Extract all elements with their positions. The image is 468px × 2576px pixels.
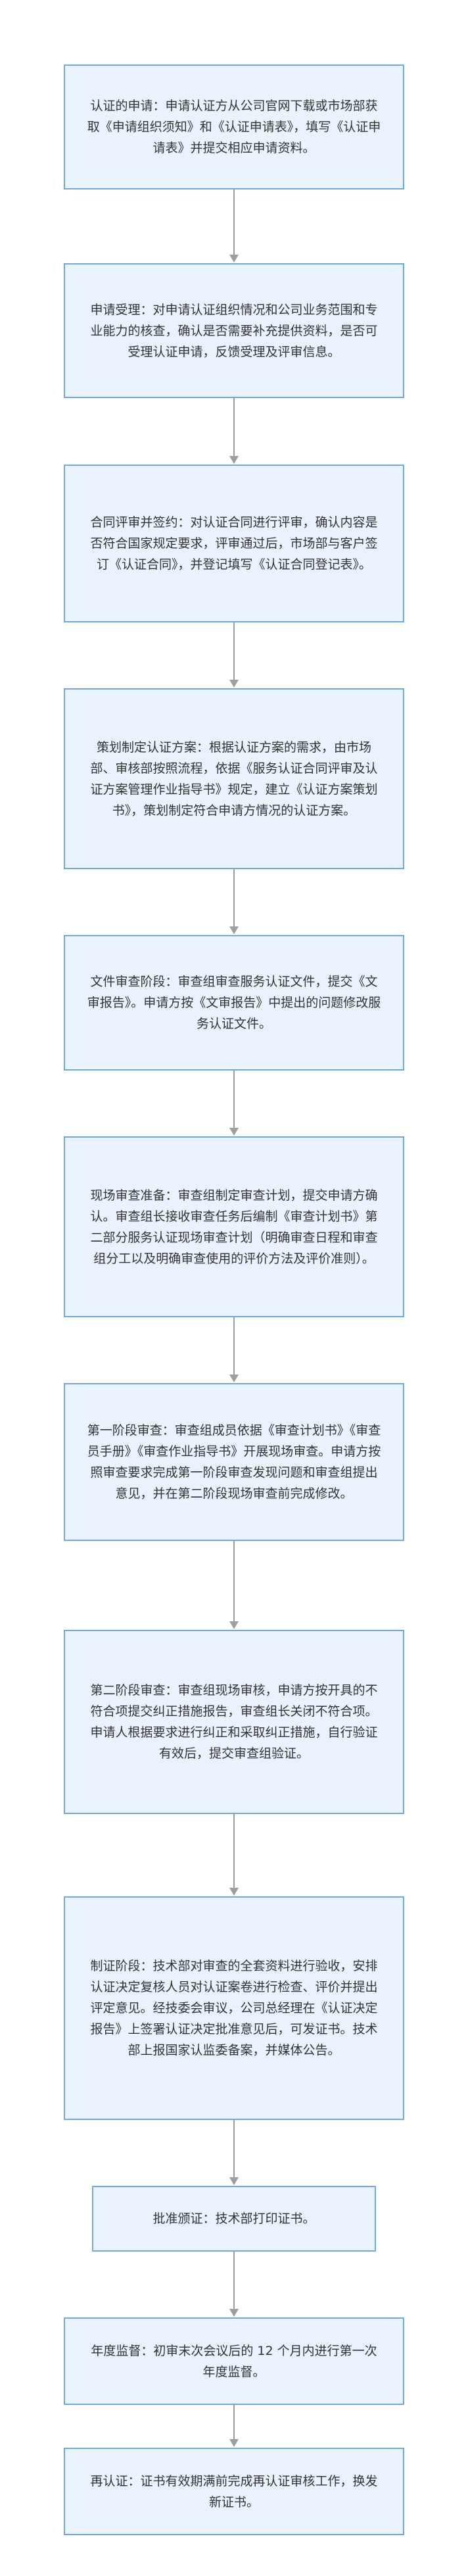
step-7-text: 第一阶段审查：审查组成员依据《审查计划书》《审查员手册》《审查作业指导书》开展现… (87, 1423, 381, 1501)
step-7-stage-one-review: 第一阶段审查：审查组成员依据《审查计划书》《审查员手册》《审查作业指导书》开展现… (64, 1383, 404, 1541)
step-6-text: 现场审查准备：审查组制定审查计划，提交申请方确认。审查组长接收审查任务后编制《审… (90, 1188, 378, 1266)
step-12-recertification: 再认证：证书有效期满前完成再认证审核工作，换发新证书。 (64, 2448, 404, 2535)
step-3-contract-review: 合同评审并签约：对认证合同进行评审，确认内容是否符合国家规定要求，评审通过后，市… (64, 465, 404, 622)
step-10-text: 批准颁证：技术部打印证书。 (152, 2211, 316, 2226)
step-5-document-review: 文件审查阶段：审查组审查服务认证文件，提交《文审报告》。申请方按《文审报告》中提… (64, 935, 404, 1071)
step-1-text: 认证的申请：申请认证方从公司官网下载或市场部获取《申请组织须知》和《认证申请表》… (87, 99, 381, 155)
step-11-annual-surveillance: 年度监督：初审末次会议后的 12 个月内进行第一次年度监督。 (64, 2317, 404, 2405)
step-10-approval-issuance: 批准颁证：技术部打印证书。 (92, 2186, 376, 2252)
step-3-text: 合同评审并签约：对认证合同进行评审，确认内容是否符合国家规定要求，评审通过后，市… (90, 515, 378, 572)
step-1-application: 认证的申请：申请认证方从公司官网下载或市场部获取《申请组织须知》和《认证申请表》… (64, 64, 404, 189)
connector-arrowhead-1 (229, 255, 239, 263)
connector-arrowhead-6 (229, 1375, 239, 1382)
connector-arrowhead-4 (229, 926, 239, 934)
step-11-text: 年度监督：初审末次会议后的 12 个月内进行第一次年度监督。 (91, 2343, 377, 2379)
connector-arrowhead-7 (229, 1621, 239, 1629)
step-12-text: 再认证：证书有效期满前完成再认证审核工作，换发新证书。 (90, 2473, 378, 2510)
connector-arrowhead-2 (229, 456, 239, 464)
step-6-onsite-preparation: 现场审查准备：审查组制定审查计划，提交申请方确认。审查组长接收审查任务后编制《审… (64, 1136, 404, 1317)
step-8-text: 第二阶段审查：审查组现场审核，申请方按开具的不符合项提交纠正措施报告，审查组长关… (90, 1683, 378, 1761)
step-4-text: 策划制定认证方案：根据认证方案的需求，由市场部、审核部按照流程，依据《服务认证合… (90, 740, 378, 818)
step-8-stage-two-review: 第二阶段审查：审查组现场审核，申请方按开具的不符合项提交纠正措施报告，审查组长关… (64, 1630, 404, 1814)
step-2-text: 申请受理：对申请认证组织情况和公司业务范围和专业能力的核查，确认是否需要补充提供… (90, 302, 378, 359)
connector-arrowhead-9 (229, 2177, 239, 2185)
connector-arrowhead-11 (229, 2439, 239, 2447)
step-4-scheme-planning: 策划制定认证方案：根据认证方案的需求，由市场部、审核部按照流程，依据《服务认证合… (64, 688, 404, 869)
step-9-certificate-preparation: 制证阶段：技术部对审查的全套资料进行验收，安排认证决定复核人员对认证案卷进行检查… (64, 1896, 404, 2120)
step-9-text: 制证阶段：技术部对审查的全套资料进行验收，安排认证决定复核人员对认证案卷进行检查… (90, 1959, 378, 2058)
connector-arrowhead-5 (229, 1128, 239, 1136)
connector-arrowhead-8 (229, 1888, 239, 1896)
connector-arrowhead-10 (229, 2309, 239, 2317)
step-5-text: 文件审查阶段：审查组审查服务认证文件，提交《文审报告》。申请方按《文审报告》中提… (87, 974, 381, 1031)
connector-arrowhead-3 (229, 680, 239, 688)
step-2-acceptance: 申请受理：对申请认证组织情况和公司业务范围和专业能力的核查，确认是否需要补充提供… (64, 263, 404, 398)
